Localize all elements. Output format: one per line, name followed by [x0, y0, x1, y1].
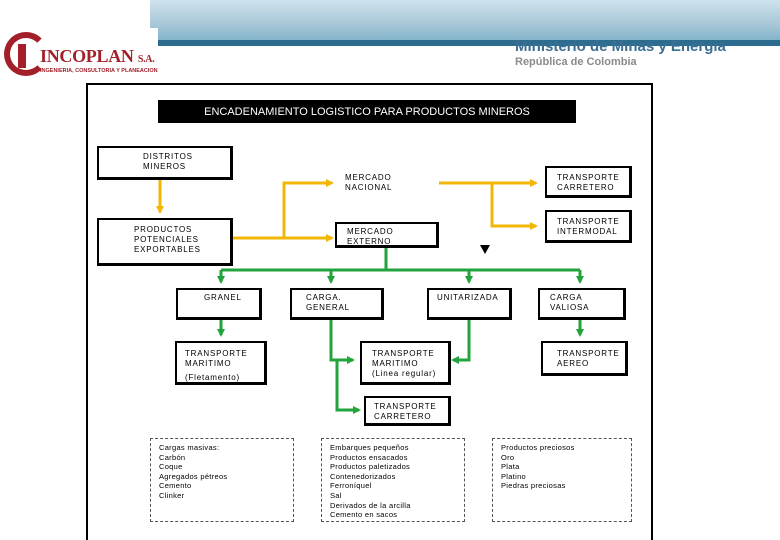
- note-line: Oro: [501, 452, 515, 462]
- marker-triangle: [480, 245, 490, 254]
- note-line: Embarques pequeños: [330, 443, 409, 452]
- box-line: TRANSPORTE: [185, 349, 248, 358]
- note-granel: Cargas masivas: Carbón Coque Agregados p…: [150, 438, 294, 522]
- box-line: TRANSPORTE: [557, 349, 620, 358]
- yellow-arrows: [156, 179, 538, 242]
- note-line: Piedras preciosas: [501, 481, 566, 491]
- box-line: MARITIMO: [185, 359, 232, 368]
- box-line: GRANEL: [204, 293, 242, 302]
- header-banner-image: [150, 0, 780, 42]
- box-distritos-mineros: DISTRITOS MINEROS: [97, 146, 233, 180]
- note-line: Productos ensacados: [330, 452, 408, 462]
- arrow-to-maritimo-regular: [329, 320, 355, 364]
- note-line: Productos paletizados: [330, 462, 411, 472]
- note-line: Cemento: [159, 481, 192, 491]
- box-line: DISTRITOS: [143, 152, 193, 161]
- box-line: CARGA VALIOSA: [550, 293, 590, 312]
- box-transporte-carretero-bottom: TRANSPORTE CARRETERO: [364, 396, 451, 426]
- box-line: MERCADO NACIONAL: [345, 173, 393, 192]
- note-line: Carbón: [159, 452, 186, 462]
- box-mercado-nacional: MERCADO NACIONAL: [335, 170, 439, 194]
- note-line: Plata: [501, 462, 520, 472]
- note-line: Clinker: [159, 490, 185, 500]
- arrow-to-carretero-bottom: [335, 360, 361, 414]
- box-line: CARGA. GENERAL: [306, 293, 350, 312]
- diagram-title: ENCADENAMIENTO LOGISTICO PARA PRODUCTOS …: [158, 100, 576, 123]
- box-line: EXPORTABLES: [134, 245, 201, 254]
- box-line: MINEROS: [143, 162, 186, 171]
- box-line: TRANSPORTE: [557, 173, 620, 182]
- republic-name: República de Colombia: [515, 56, 637, 68]
- box-granel: GRANEL: [176, 288, 262, 320]
- box-transporte-carretero-top: TRANSPORTE CARRETERO: [545, 166, 632, 198]
- box-line: TRANSPORTE: [372, 349, 435, 358]
- note-line: Platino: [501, 471, 527, 481]
- box-productos-potenciales: PRODUCTOS POTENCIALES EXPORTABLES: [97, 218, 233, 266]
- note-carga-general: Embarques pequeños Productos ensacados P…: [321, 438, 465, 522]
- box-line: CARRETERO: [374, 412, 432, 421]
- box-line: TRANSPORTE: [374, 402, 437, 411]
- note-line: Cemento en sacos: [330, 510, 398, 520]
- note-line: Derivados de la arcilla: [330, 500, 411, 510]
- note-line: Cargas masivas:: [159, 443, 220, 452]
- box-line: AEREO: [557, 359, 590, 368]
- box-mercado-externo: MERCADO EXTERNO: [335, 222, 439, 248]
- box-line: TRANSPORTE: [557, 217, 620, 226]
- note-line: Productos preciosos: [501, 443, 575, 452]
- box-transporte-aereo: TRANSPORTE AEREO: [541, 341, 628, 376]
- box-line: MARITIMO: [372, 359, 419, 368]
- header-banner-strip: [150, 40, 780, 46]
- box-line: UNITARIZADA: [437, 293, 499, 302]
- arrow-to-transporte-intermodal: [490, 183, 538, 230]
- incoplan-logo-icon: [4, 32, 48, 76]
- box-carga-general: CARGA. GENERAL: [290, 288, 384, 320]
- box-carga-valiosa: CARGA VALIOSA: [538, 288, 626, 320]
- arrow-unit-to-maritimo-regular: [451, 320, 471, 364]
- logo-tagline: INGENIERIA, CONSULTORIA Y PLANEACION: [40, 68, 158, 74]
- logo-name-text: INCOPLAN: [40, 46, 134, 66]
- box-transporte-maritimo-fletamento: TRANSPORTE MARITIMO (Fletamento): [175, 341, 267, 385]
- box-line: PRODUCTOS: [134, 225, 193, 234]
- arrow-to-mercado-nacional: [233, 179, 334, 240]
- incoplan-logo-mark: [18, 44, 26, 68]
- box-unitarizada: UNITARIZADA: [427, 288, 512, 320]
- logo-name: INCOPLAN S.A.: [40, 46, 155, 67]
- box-line: (Fletamento): [185, 373, 240, 382]
- box-line: MERCADO EXTERNO: [347, 227, 394, 246]
- note-line: Sal: [330, 490, 342, 500]
- box-transporte-maritimo-regular: TRANSPORTE MARITIMO (Linea regular): [360, 341, 451, 385]
- note-line: Agregados pétreos: [159, 471, 228, 481]
- box-line: CARRETERO: [557, 183, 615, 192]
- ministry-name: Ministerio de Minas y Energía: [515, 38, 726, 55]
- logo-suffix: S.A.: [137, 54, 155, 65]
- box-transporte-intermodal: TRANSPORTE INTERMODAL: [545, 210, 632, 243]
- note-carga-valiosa: Productos preciosos Oro Plata Platino Pi…: [492, 438, 632, 522]
- note-line: Ferroníquel: [330, 481, 372, 491]
- box-line: (Linea regular): [372, 369, 437, 378]
- note-line: Coque: [159, 462, 183, 472]
- box-line: POTENCIALES: [134, 235, 199, 244]
- green-arrows: [217, 247, 584, 414]
- box-line: INTERMODAL: [557, 227, 618, 236]
- note-line: Contenedorizados: [330, 471, 396, 481]
